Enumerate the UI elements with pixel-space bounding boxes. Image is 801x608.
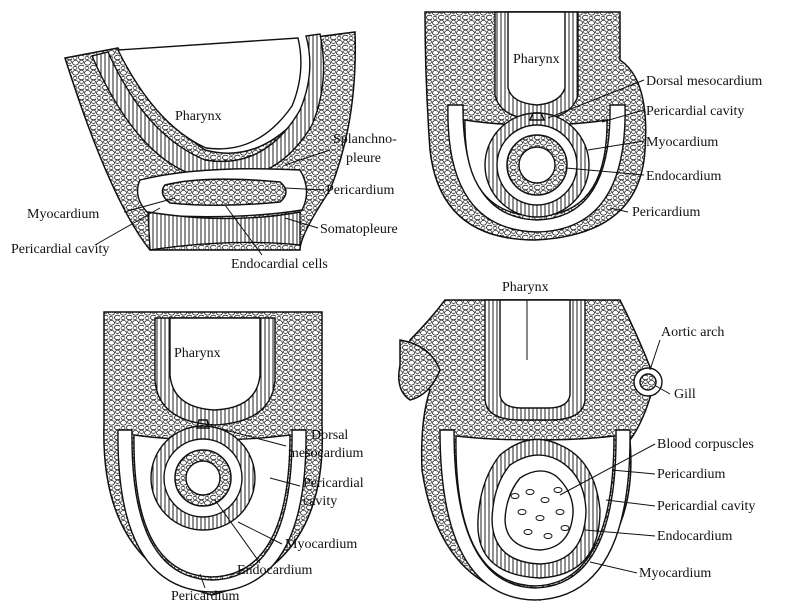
pharynx-lumen [170, 318, 260, 410]
label-somatopleure: Somatopleure [320, 222, 398, 237]
pharynx-lumen [500, 300, 570, 408]
heart-lumen [186, 461, 220, 495]
label-pharynx: Pharynx [513, 52, 560, 67]
label-pericardial-2: cavity [303, 494, 337, 509]
label-splanchnopleure-1: Splanchno- [333, 132, 397, 147]
label-endocardium: Endocardium [237, 563, 313, 578]
blood-cell [518, 510, 526, 515]
label-endocardial-cells: Endocardial cells [231, 257, 328, 272]
label-pharynx: Pharynx [502, 280, 549, 295]
label-myocardium: Myocardium [285, 537, 357, 552]
label-myocardium: Myocardium [639, 566, 711, 581]
label-myocardium: Myocardium [646, 135, 718, 150]
panel-bottom-left: Pharynx Dorsal mesocardium Pericardial c… [104, 312, 364, 604]
label-endocardium: Endocardium [646, 169, 722, 184]
leader-line [650, 340, 660, 370]
label-pericardium: Pericardium [657, 467, 726, 482]
panel-top-right: Pharynx Dorsal mesocardium Pericardial c… [425, 12, 762, 240]
label-endocardium: Endocardium [657, 529, 733, 544]
label-pericardium: Pericardium [326, 183, 395, 198]
blood-cell [541, 498, 549, 503]
blood-cell [556, 510, 564, 515]
label-dorsal-mesocardium: Dorsal mesocardium [646, 74, 762, 89]
label-pericardial-1: Pericardial [303, 476, 364, 491]
label-splanchnopleure-2: pleure [346, 151, 381, 166]
label-pericardial-cavity: Pericardial cavity [646, 104, 744, 119]
endocardial-tube [162, 179, 286, 205]
label-pericardial-cavity: Pericardial cavity [657, 499, 755, 514]
label-gill: Gill [674, 387, 696, 402]
blood-cell [544, 534, 552, 539]
label-pharynx: Pharynx [175, 109, 222, 124]
label-aortic-arch: Aortic arch [661, 325, 724, 340]
blood-cell [524, 530, 532, 535]
label-pericardium: Pericardium [171, 589, 240, 604]
blood-cell [526, 490, 534, 495]
blood-cell [561, 526, 569, 531]
panel-top-left: Pharynx Splanchno- pleure Pericardium My… [11, 32, 398, 272]
label-blood-corpuscles: Blood corpuscles [657, 437, 754, 452]
label-dorsal-1: Dorsal [311, 428, 348, 443]
label-pharynx: Pharynx [174, 346, 221, 361]
gill-right [640, 374, 656, 390]
label-myocardium: Myocardium [27, 207, 99, 222]
heart-lumen [519, 147, 555, 183]
panel-bottom-right: Pharynx Aortic arch Gill Blood corpuscle… [399, 280, 756, 600]
blood-cell [511, 494, 519, 499]
blood-cell [536, 516, 544, 521]
label-pericardium: Pericardium [632, 205, 701, 220]
label-dorsal-2: mesocardium [288, 446, 364, 461]
label-pericardial-cavity: Pericardial cavity [11, 242, 109, 257]
blood-cell [554, 488, 562, 493]
